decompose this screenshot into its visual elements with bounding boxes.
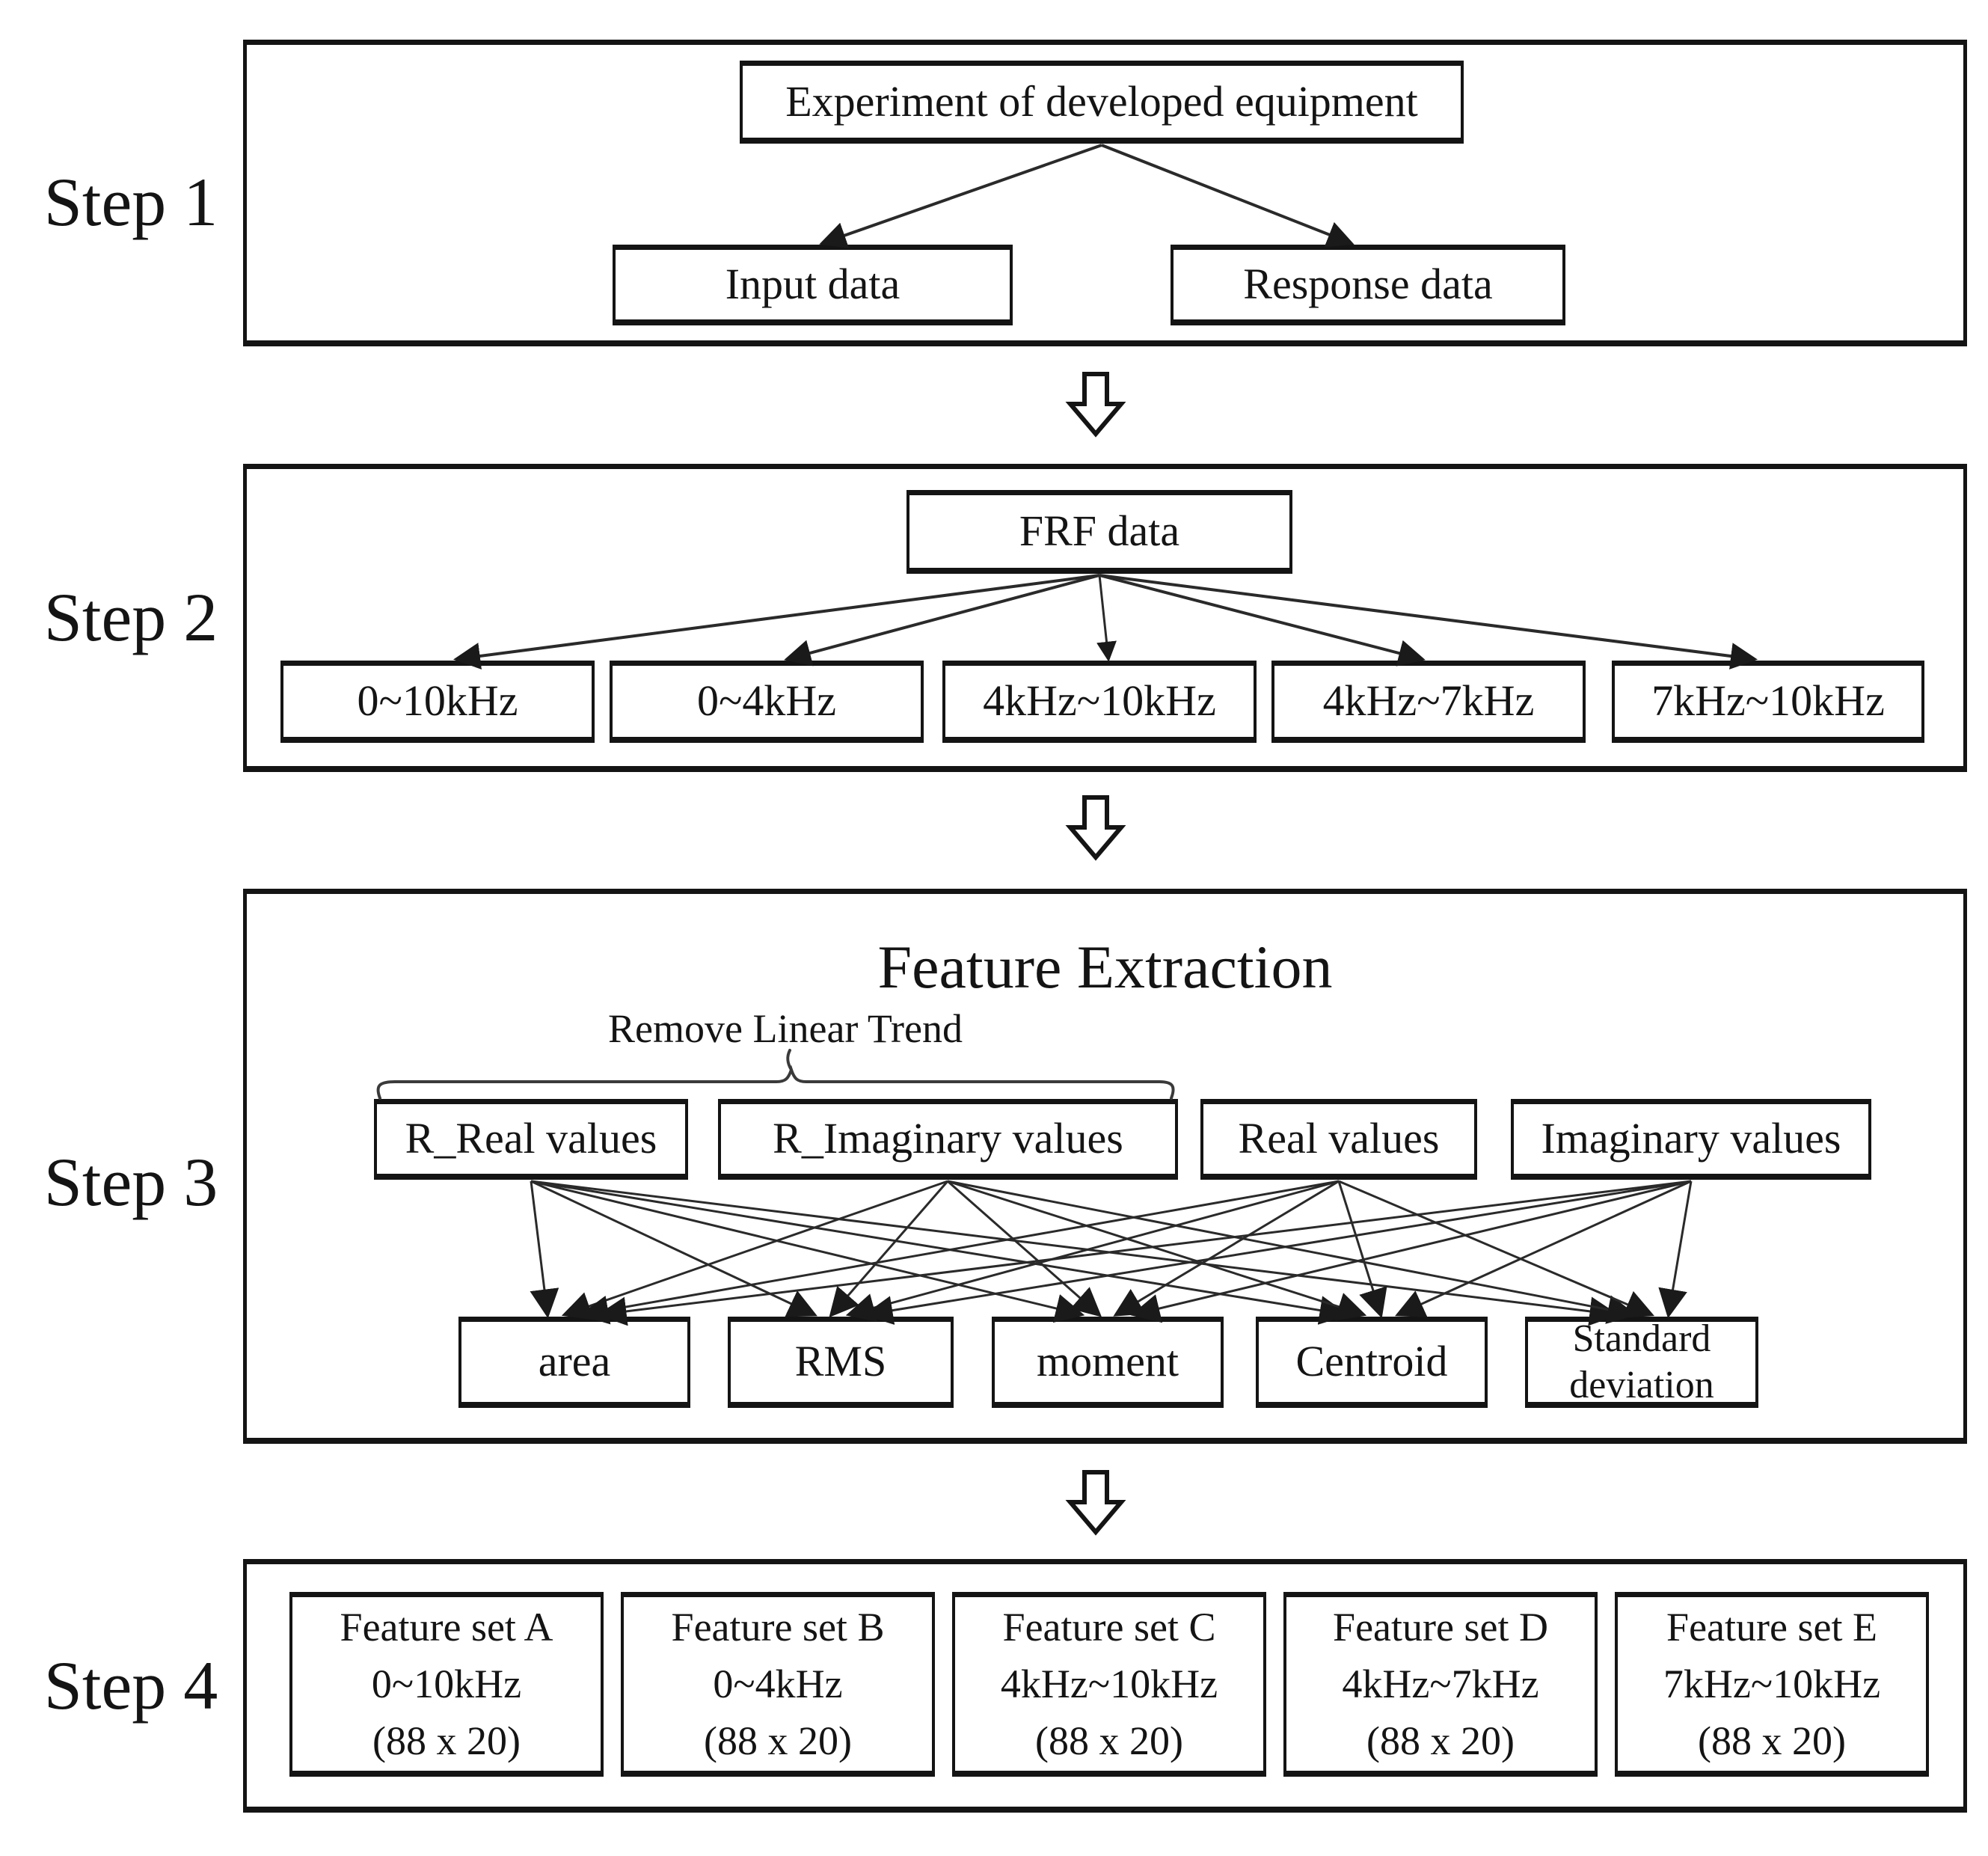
step3-frame — [243, 889, 1967, 1444]
source-box-real: Real values — [1200, 1099, 1477, 1180]
input-data-box: Input data — [613, 245, 1013, 325]
band-box-0-10khz: 0~10kHz — [280, 661, 595, 743]
response-data-box: Response data — [1171, 245, 1565, 325]
feature-set-d-box: Feature set D 4kHz~7kHz (88 x 20) — [1283, 1592, 1598, 1777]
feature-set-range: 0~4kHz — [713, 1661, 843, 1706]
feature-set-a-box: Feature set A 0~10kHz (88 x 20) — [289, 1592, 604, 1777]
band-box-7-10khz: 7kHz~10kHz — [1612, 661, 1924, 743]
feature-set-name: Feature set B — [671, 1605, 885, 1650]
band-box-4-7khz: 4kHz~7kHz — [1271, 661, 1586, 743]
feature-set-name: Feature set D — [1333, 1605, 1548, 1650]
step4-frame — [243, 1559, 1967, 1813]
feature-box-rms: RMS — [728, 1317, 954, 1408]
down-arrow-icon — [1065, 372, 1126, 438]
feature-box-centroid: Centroid — [1256, 1317, 1488, 1408]
step1-label: Step 1 — [43, 164, 218, 240]
feature-box-area: area — [458, 1317, 690, 1408]
down-arrow-icon — [1065, 1470, 1126, 1536]
down-arrow-icon — [1065, 795, 1126, 861]
band-box-0-4khz: 0~4kHz — [610, 661, 924, 743]
feature-set-name: Feature set E — [1666, 1605, 1877, 1650]
feature-box-moment: moment — [992, 1317, 1224, 1408]
feature-set-range: 7kHz~10kHz — [1663, 1661, 1881, 1706]
feature-extraction-title: Feature Extraction — [877, 933, 1333, 1001]
feature-set-range: 4kHz~10kHz — [1000, 1661, 1218, 1706]
feature-set-size: (88 x 20) — [1366, 1718, 1515, 1763]
step2-frame — [243, 464, 1967, 772]
feature-set-size: (88 x 20) — [704, 1718, 852, 1763]
frf-data-box: FRF data — [906, 490, 1292, 574]
feature-set-name: Feature set C — [1002, 1605, 1216, 1650]
step1-frame — [243, 40, 1967, 346]
feature-set-size: (88 x 20) — [1698, 1718, 1846, 1763]
experiment-box: Experiment of developed equipment — [740, 61, 1464, 144]
feature-set-range: 4kHz~7kHz — [1342, 1661, 1539, 1706]
feature-set-e-box: Feature set E 7kHz~10kHz (88 x 20) — [1615, 1592, 1929, 1777]
feature-set-size: (88 x 20) — [372, 1718, 521, 1763]
remove-linear-trend-label: Remove Linear Trend — [608, 1006, 963, 1051]
band-box-4-10khz: 4kHz~10kHz — [942, 661, 1257, 743]
feature-set-range: 0~10kHz — [371, 1661, 522, 1706]
source-box-r-imaginary: R_Imaginary values — [718, 1099, 1178, 1180]
feature-set-size: (88 x 20) — [1035, 1718, 1183, 1763]
feature-set-b-box: Feature set B 0~4kHz (88 x 20) — [621, 1592, 935, 1777]
step4-label: Step 4 — [43, 1647, 218, 1724]
source-box-r-real: R_Real values — [374, 1099, 688, 1180]
step2-label: Step 2 — [43, 579, 218, 655]
source-box-imaginary: Imaginary values — [1511, 1099, 1871, 1180]
feature-set-c-box: Feature set C 4kHz~10kHz (88 x 20) — [952, 1592, 1266, 1777]
feature-set-name: Feature set A — [340, 1605, 553, 1650]
step3-label: Step 3 — [43, 1144, 218, 1220]
feature-box-standard-deviation: Standard deviation — [1525, 1317, 1758, 1408]
